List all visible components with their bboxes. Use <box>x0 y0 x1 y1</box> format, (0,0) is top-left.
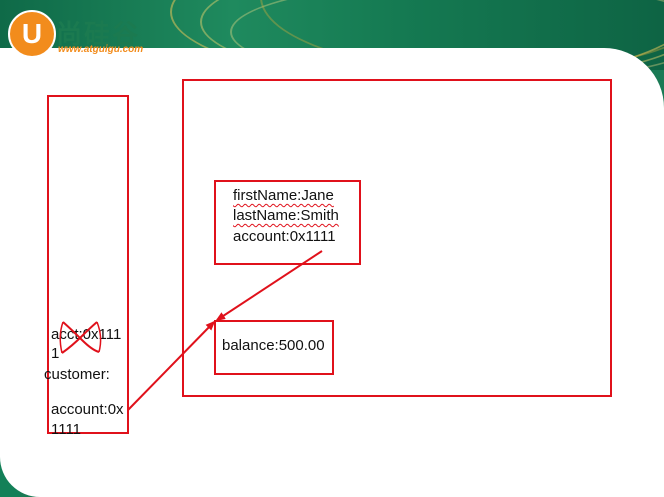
customer-variable-label: customer: <box>44 366 110 383</box>
account-ref-field: account:0x1111 <box>233 228 336 245</box>
account-object-box <box>214 320 334 375</box>
logo-title: 尚硅谷 <box>56 20 141 50</box>
reference-arrow-customer-to-account <box>215 250 323 322</box>
balance-field: balance:500.00 <box>222 337 325 354</box>
decorative-swirl <box>230 0 664 70</box>
logo-url: www.atguigu.com <box>58 44 144 55</box>
last-name-field: lastName:Smith <box>233 207 339 224</box>
acct-variable-label: acct:0x111 <box>51 326 122 343</box>
acct-variable-label-wrap: 1 <box>51 345 60 362</box>
customer-object-box <box>214 180 361 265</box>
first-name-field: firstName:Jane <box>233 187 334 204</box>
account-variable-label: account:0x <box>51 401 124 418</box>
cross-out-mark <box>59 321 102 354</box>
stack-box <box>47 95 129 434</box>
reference-arrow-stack-to-account <box>127 320 216 411</box>
logo-badge: U <box>8 10 56 58</box>
heap-box <box>182 79 612 397</box>
slide-content-area <box>0 48 664 497</box>
account-variable-label-wrap: 1111 <box>51 421 82 438</box>
